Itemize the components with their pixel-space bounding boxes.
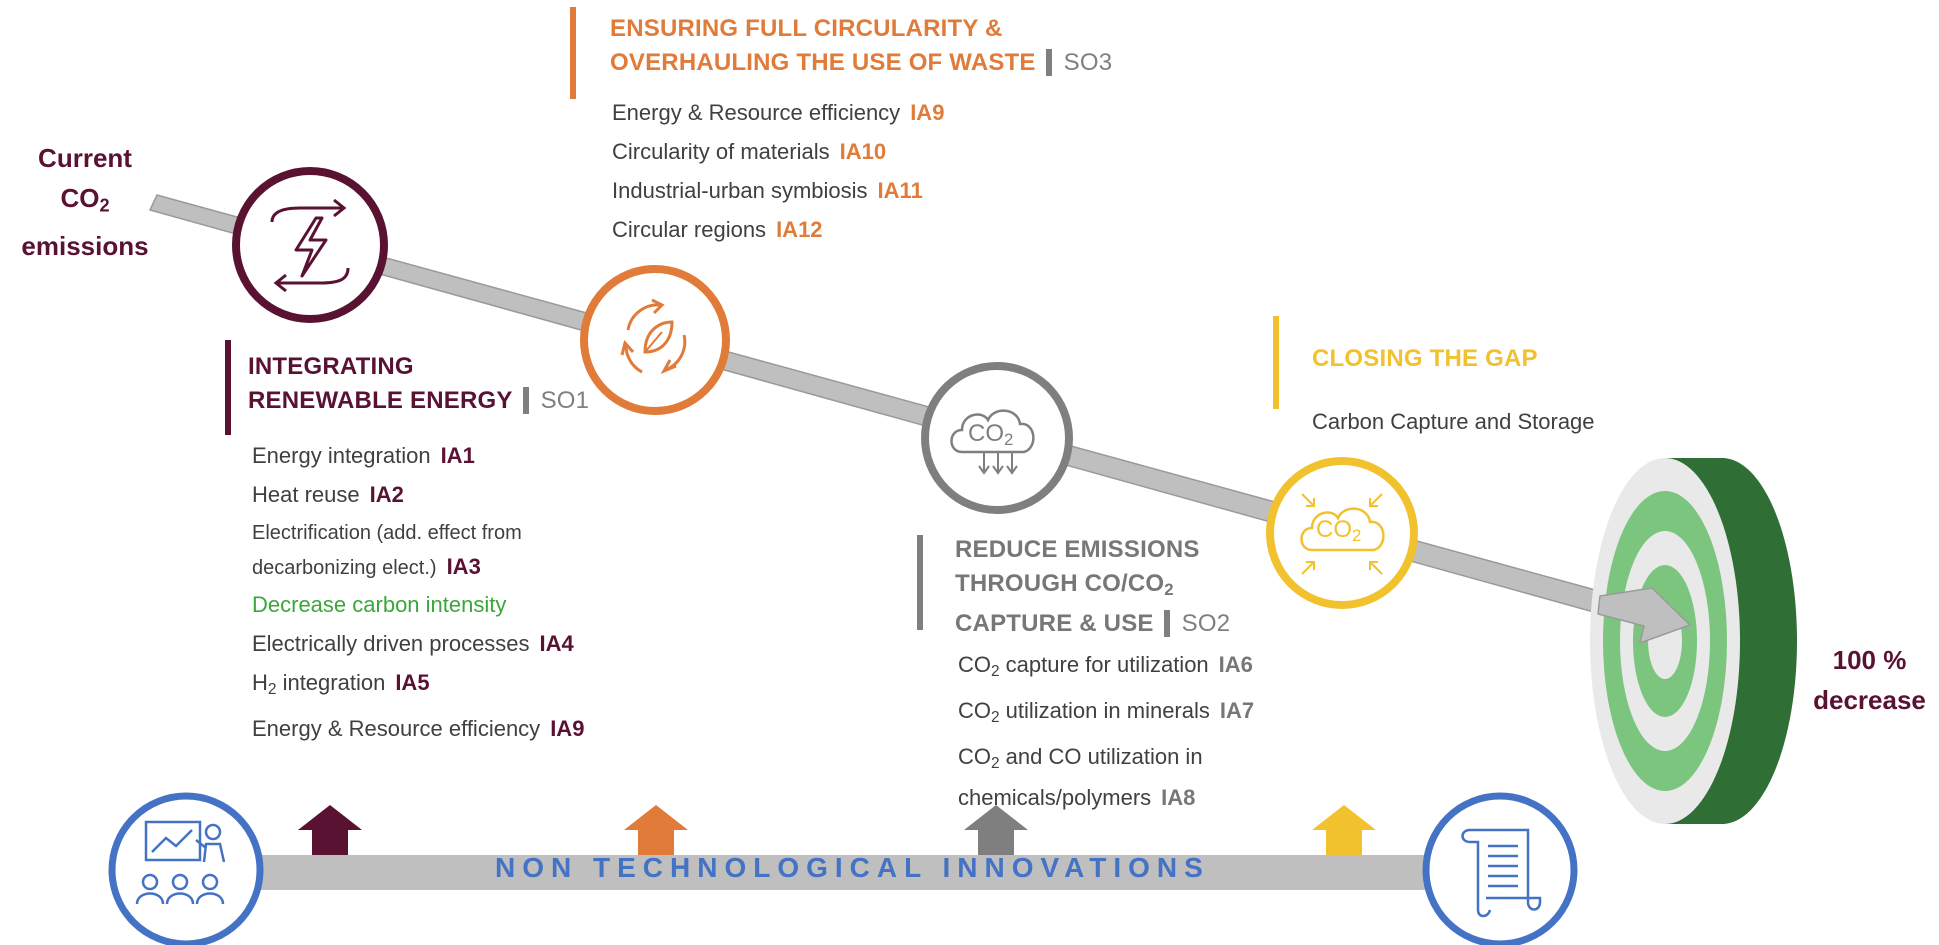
gap-item: Carbon Capture and Storage	[1312, 409, 1595, 434]
scroll-document-icon	[1422, 792, 1578, 945]
list-item: Electrification (add. effect from decarb…	[252, 522, 522, 579]
target-icon	[1590, 458, 1797, 824]
start-label: Current CO2 emissions	[21, 143, 149, 261]
arrow-up-icon	[298, 805, 362, 855]
carbon-storage-icon	[1266, 457, 1418, 609]
arrow-up-icon	[964, 805, 1028, 855]
bottom-banner-label: NON TECHNOLOGICAL INNOVATIONS	[495, 852, 1210, 883]
co2-icon-label: CO2	[968, 420, 1014, 450]
so2-title: REDUCE EMISSIONS THROUGH CO/CO2 CAPTURE …	[955, 536, 1231, 638]
bottom-bar	[215, 855, 1515, 890]
gap-bar	[1273, 316, 1279, 409]
so3-bar	[570, 7, 576, 99]
presentation-icon	[108, 792, 264, 945]
circularity-icon	[580, 265, 730, 415]
gap-title: CLOSING THE GAP	[1312, 345, 1538, 372]
co2-icon-label: CO2	[1316, 516, 1362, 546]
co2-capture-icon	[921, 362, 1073, 514]
so2-bar	[917, 535, 923, 630]
end-label: 100 % decrease	[1813, 645, 1926, 715]
list-item: Decrease carbon intensity	[252, 592, 507, 617]
arrow-up-icon	[624, 805, 688, 855]
arrow-up-icon	[1312, 805, 1376, 855]
renewable-energy-icon	[232, 167, 388, 323]
arrow-tip	[1597, 587, 1692, 645]
so1-bar	[225, 340, 231, 435]
list-item: CO2 and CO utilization in chemicals/poly…	[958, 743, 1203, 810]
so3-title: ENSURING FULL CIRCULARITY & OVERHAULING …	[610, 15, 1113, 76]
